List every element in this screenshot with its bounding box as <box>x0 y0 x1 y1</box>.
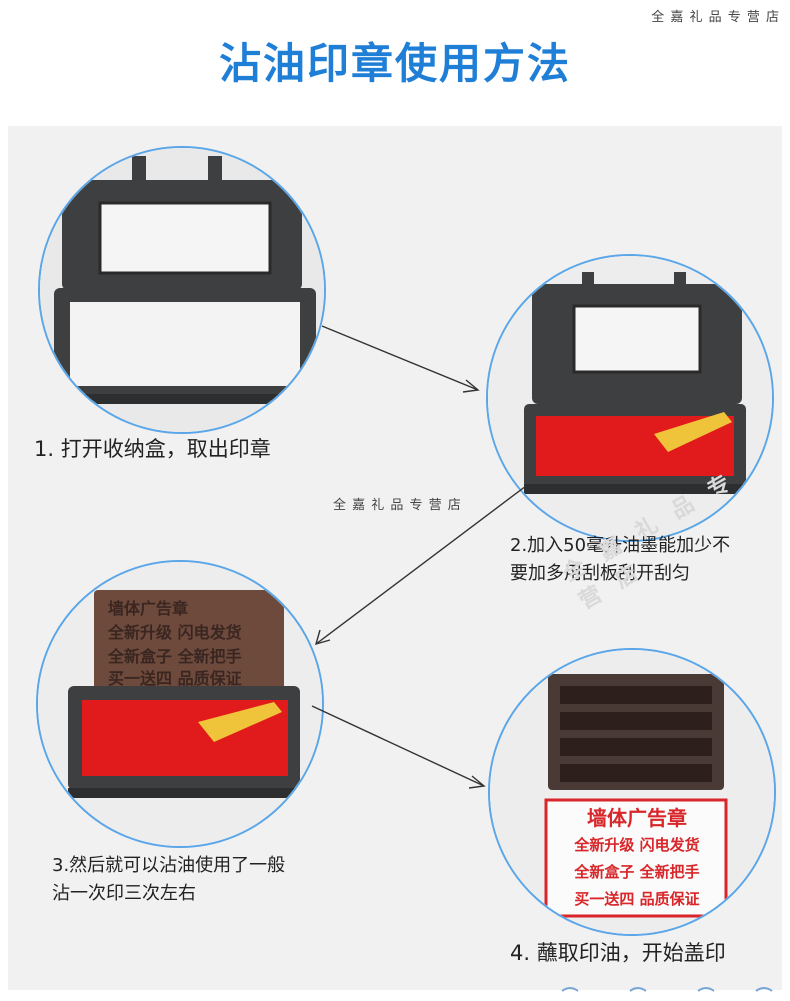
svg-text:买一送四 品质保证: 买一送四 品质保证 <box>108 669 242 688</box>
step2-photo-circle <box>486 254 774 542</box>
step4-photo-circle: 墙体广告章 全新升级 闪电发货 全新盒子 全新把手 买一送四 品质保证 <box>488 648 776 936</box>
open-empty-box-image <box>40 148 324 432</box>
step1-text: 1. 打开收纳盒，取出印章 <box>34 437 271 461</box>
stamp-print-line3: 全新盒子 全新把手 <box>574 863 700 881</box>
decorative-dots <box>561 987 773 992</box>
step3-line1: 3.然后就可以沾油使用了一般 <box>52 855 286 876</box>
step3-line2: 沾一次印三次左右 <box>52 883 196 904</box>
stamp-print-line4: 买一送四 品质保证 <box>574 890 700 908</box>
step2-line1: 2.加入50毫升油墨能加少不 <box>510 535 731 556</box>
step1-photo-circle <box>38 146 326 434</box>
svg-text:全新升级 闪电发货: 全新升级 闪电发货 <box>107 623 242 642</box>
stamp-and-print-image <box>490 650 774 934</box>
box-with-ink-pad-image <box>488 256 772 540</box>
box-with-stamp-image: 墙体广告章 全新升级 闪电发货 全新盒子 全新把手 买一送四 品质保证 <box>38 562 322 846</box>
step3-photo-circle: 墙体广告章 全新升级 闪电发货 全新盒子 全新把手 买一送四 品质保证 <box>36 560 324 848</box>
middle-store-name: 全 嘉 礼 品 专 营 店 <box>333 498 462 513</box>
stamp-print-line2: 全新升级 闪电发货 <box>574 836 700 854</box>
step3-text: 3.然后就可以沾油使用了一般 沾一次印三次左右 <box>52 852 285 908</box>
page-title: 沾油印章使用方法 <box>218 39 571 88</box>
svg-text:墙体广告章: 墙体广告章 <box>108 599 188 618</box>
top-store-name: 全 嘉 礼 品 专 营 店 <box>651 10 780 25</box>
step4-text: 4. 蘸取印油，开始盖印 <box>510 941 726 965</box>
step2-text: 2.加入50毫升油墨能加少不 要加多用刮板刮开刮匀 <box>510 532 730 588</box>
stamp-print-text: 墙体广告章 全新升级 闪电发货 全新盒子 全新把手 买一送四 品质保证 <box>554 804 720 913</box>
svg-text:全新盒子 全新把手: 全新盒子 全新把手 <box>107 647 242 666</box>
step2-line2: 要加多用刮板刮开刮匀 <box>510 563 690 584</box>
stamp-print-line1: 墙体广告章 <box>587 806 687 830</box>
